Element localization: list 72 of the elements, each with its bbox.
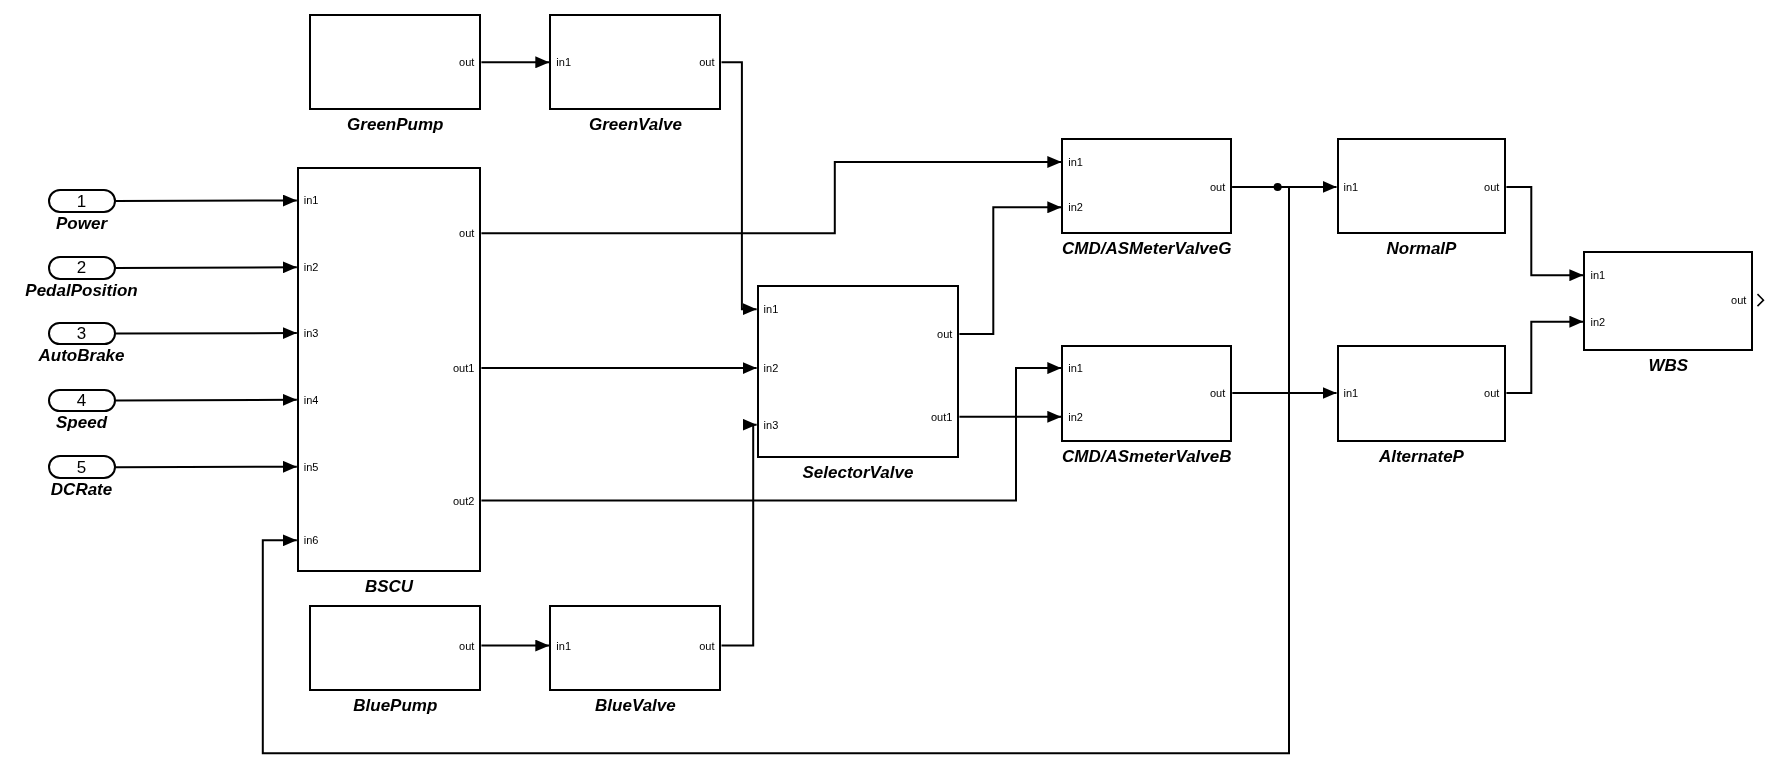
signal-line [720, 418, 758, 647]
block-name: NormalP [1386, 240, 1457, 260]
port-label: out1 [930, 411, 953, 423]
signal-line [114, 393, 298, 406]
signal-line [480, 362, 1063, 502]
port-label: out [1210, 181, 1226, 193]
port-label: out [459, 227, 475, 239]
port-label: in2 [1068, 201, 1083, 213]
block-name: CMD/ASMeterValveG [1062, 240, 1232, 260]
port-label: in1 [763, 303, 779, 315]
port-label: in1 [1590, 269, 1606, 281]
port-label: out [699, 56, 715, 68]
port-label: in2 [303, 261, 319, 273]
port-label: in1 [1068, 362, 1083, 374]
port-name: Power [56, 214, 108, 234]
port-label: out [937, 328, 953, 340]
signal-line [114, 327, 298, 340]
port-label: out [459, 56, 475, 68]
signal-line [480, 56, 551, 69]
port-label: in1 [1343, 181, 1359, 193]
port-label: in3 [763, 419, 779, 431]
signal-line [958, 410, 1063, 423]
signal-line [1505, 315, 1585, 394]
signal-line [1505, 185, 1585, 282]
block-name: AlternateP [1378, 447, 1464, 467]
port-name: PedalPosition [25, 281, 138, 301]
port-label: out1 [452, 362, 475, 374]
port-label: in6 [303, 534, 319, 546]
block-name: SelectorValve [802, 463, 914, 483]
signal-line [114, 261, 298, 274]
port-label: in3 [303, 327, 319, 339]
signal-line [480, 156, 1063, 235]
port-label: in5 [303, 461, 319, 473]
port-label: out [1210, 387, 1226, 399]
port-name: DCRate [50, 481, 113, 500]
signal-line [720, 61, 758, 316]
block-name: BlueValve [595, 696, 676, 716]
signal-line [958, 201, 1063, 336]
port-label: in1 [1343, 387, 1359, 399]
port-number: 2 [76, 259, 87, 277]
signal-line [480, 362, 758, 375]
port-label: out [1484, 387, 1500, 399]
block-name: WBS [1648, 357, 1689, 376]
block-name: GreenValve [588, 115, 682, 135]
signal-line [261, 185, 1290, 755]
port-label: in1 [556, 56, 571, 68]
port-number: 3 [76, 325, 87, 343]
port-name: Speed [56, 414, 108, 433]
signal-line [1231, 387, 1338, 399]
port-label: out [699, 640, 715, 652]
block-name: CMD/ASmeterValveB [1062, 447, 1232, 467]
signal-line [114, 460, 298, 473]
block-name: GreenPump [347, 115, 444, 135]
port-label: out2 [452, 495, 475, 507]
port-label: in2 [1068, 411, 1083, 423]
port-label: out [1731, 294, 1747, 306]
port-label: in1 [1068, 156, 1083, 168]
port-label: in1 [556, 640, 571, 652]
signal-line [114, 194, 298, 207]
port-label: in1 [303, 194, 319, 206]
port-label: out [1484, 181, 1500, 193]
port-label: in4 [303, 394, 319, 406]
port-number: 5 [76, 458, 87, 476]
port-number: 4 [76, 391, 87, 409]
port-number: 1 [76, 192, 87, 210]
signal-line [480, 639, 551, 652]
port-label: out [459, 640, 475, 652]
port-name: AutoBrake [38, 347, 125, 367]
port-label: in2 [1590, 316, 1606, 328]
block-name: BSCU [364, 578, 414, 597]
block-name: BluePump [353, 696, 438, 716]
port-label: in2 [763, 362, 779, 374]
